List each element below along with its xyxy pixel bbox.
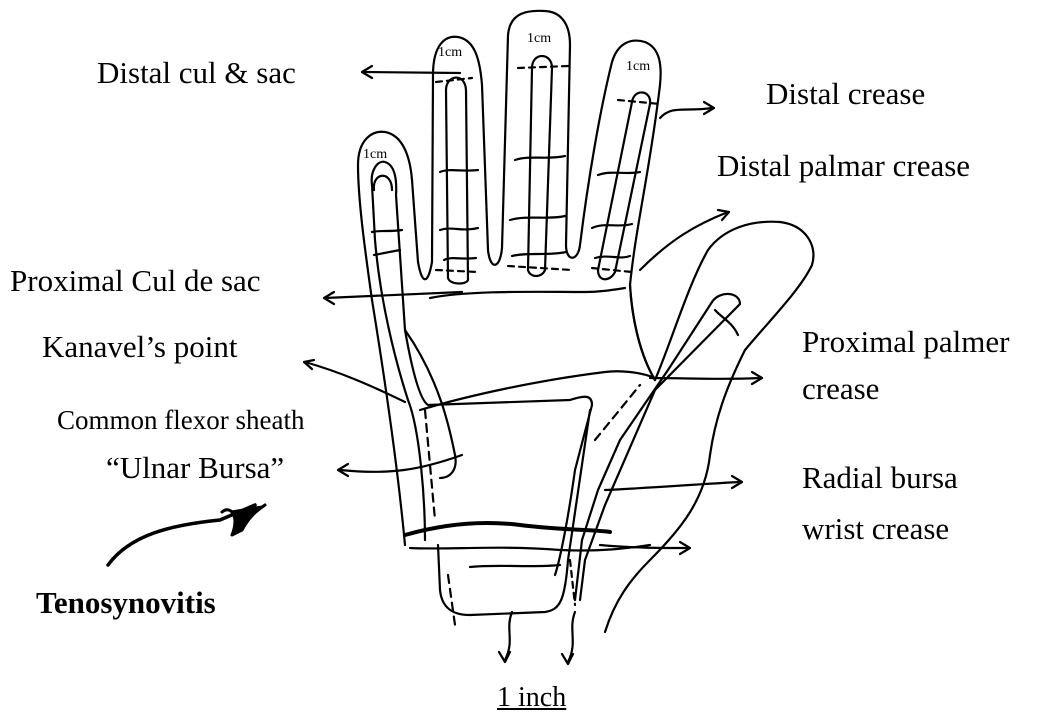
wrist-outline (438, 410, 590, 615)
label-distal-palmar-crease: Distal palmar crease (717, 150, 970, 181)
label-proximal-cul-de-sac: Proximal Cul de sac (10, 265, 261, 296)
label-proximal-palmer-line2: crease (802, 373, 879, 404)
thenar-crease (630, 285, 655, 380)
label-distal-cul-sac: Distal cul & sac (97, 57, 296, 88)
ulnar-sheath-outer (372, 162, 592, 575)
radial-bursa-dash (595, 385, 640, 440)
wrist-crease-3 (470, 565, 560, 567)
label-kanavel-point: Kanavel’s point (42, 331, 237, 362)
label-radial-bursa-line1: Radial bursa (802, 462, 958, 493)
label-distal-crease: Distal crease (766, 78, 925, 109)
label-radial-bursa-line2: wrist crease (802, 513, 949, 544)
index-finger-1cm-mark: 1cm (626, 59, 650, 75)
label-tenosynovitis: Tenosynovitis (36, 587, 216, 618)
ring-sheath (446, 78, 468, 284)
middle-sheath (528, 56, 552, 276)
middle-finger-1cm-mark: 1cm (527, 31, 551, 47)
ulnar-bottom-dash (448, 575, 455, 625)
index-sheath (598, 92, 650, 279)
radial-bursa-inner (575, 302, 712, 600)
label-ulnar-bursa: “Ulnar Bursa” (106, 452, 284, 483)
little-finger-1cm-mark: 1cm (363, 147, 387, 163)
label-one-inch: 1 inch (497, 684, 566, 712)
ring-finger-1cm-mark: 1cm (438, 45, 462, 61)
wrist-crease-1 (405, 523, 610, 535)
label-common-flexor-sheath: Common flexor sheath (57, 407, 304, 434)
label-proximal-palmer-line1: Proximal palmer (802, 326, 1009, 357)
hand-outline (358, 11, 813, 632)
thumb-sheath (580, 294, 740, 600)
